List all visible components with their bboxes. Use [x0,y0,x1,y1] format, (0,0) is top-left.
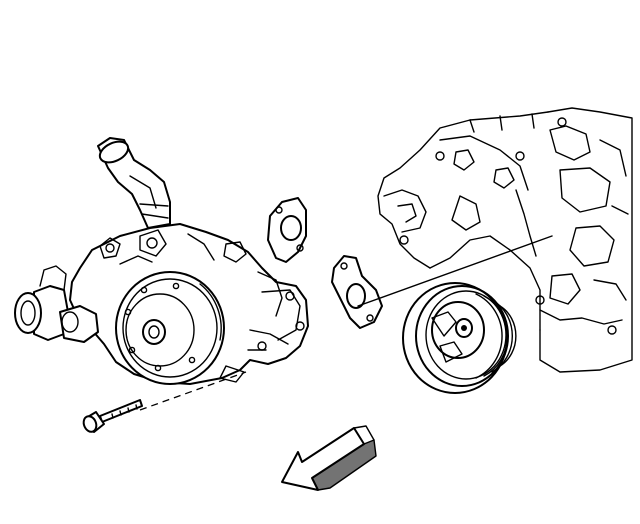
bolt [82,399,143,433]
front-direction-arrow-icon [281,425,377,491]
crankshaft-pulley [402,282,517,394]
engine-block [377,107,633,373]
alignment-line [357,235,553,307]
gasket-lower [331,255,383,329]
gasket-upper [267,197,307,263]
water-pump-assembly [14,137,309,385]
bolt-alignment-dashed-line [139,371,247,411]
